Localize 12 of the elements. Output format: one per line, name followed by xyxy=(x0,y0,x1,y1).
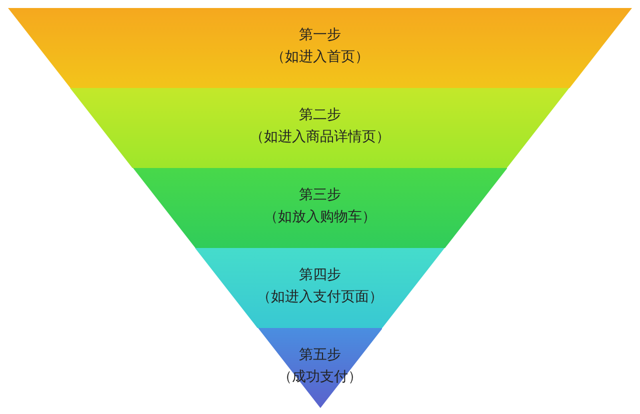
step-title: 第五步 xyxy=(298,346,341,364)
step-title: 第一步 xyxy=(299,26,341,44)
funnel-band xyxy=(132,168,508,248)
funnel-band xyxy=(8,8,632,88)
step-title: 第四步 xyxy=(298,266,341,284)
step-description: （如进入支付页面） xyxy=(256,288,383,306)
step-title: 第二步 xyxy=(298,106,341,124)
step-description: （如进入商品详情页） xyxy=(250,128,390,146)
step-description: （如放入购物车） xyxy=(264,208,376,226)
funnel-band xyxy=(70,88,570,168)
step-description: （如进入首页） xyxy=(271,48,369,66)
step-title: 第三步 xyxy=(298,186,341,204)
